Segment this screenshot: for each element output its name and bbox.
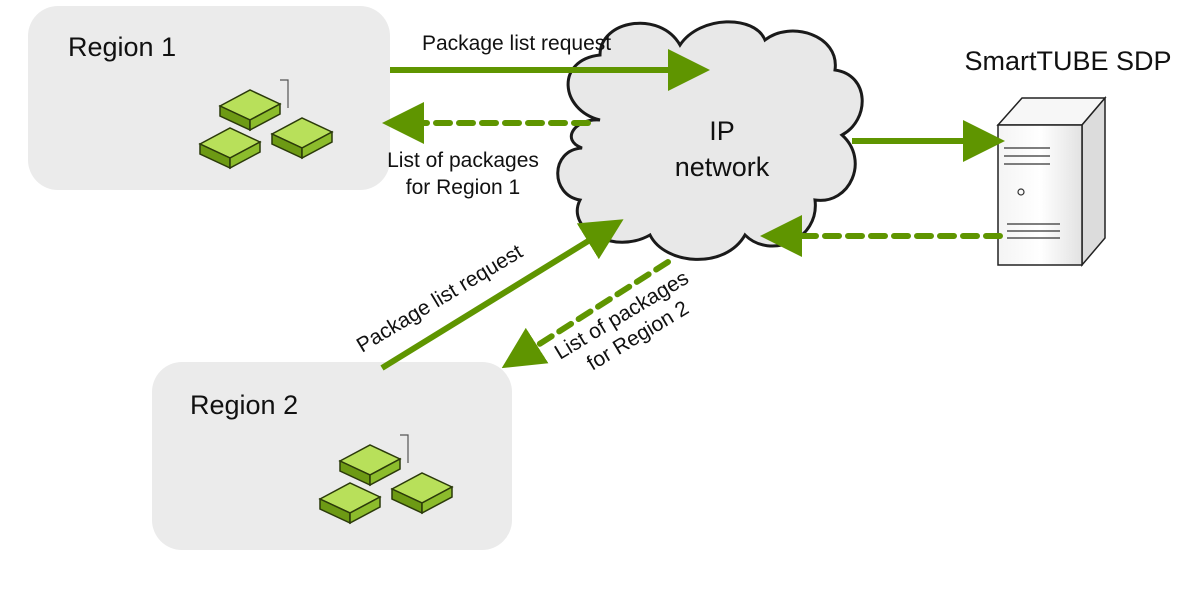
server-front xyxy=(997,124,1083,266)
flow-arrows xyxy=(380,49,1005,371)
router-icon xyxy=(270,117,334,160)
region-1: Region 1 xyxy=(28,6,390,190)
cloud-icon: IP network xyxy=(556,20,864,261)
router-icon xyxy=(198,127,262,170)
server-side xyxy=(1081,95,1106,268)
cloud-shape xyxy=(556,20,864,261)
router-cluster-icon xyxy=(198,79,334,170)
server-icon xyxy=(996,95,1107,268)
region2-request-arrow xyxy=(380,219,624,371)
router-icon xyxy=(318,482,382,525)
router-icon xyxy=(390,472,454,515)
region2-response-arrow xyxy=(501,259,671,369)
cloud-label-line2: network xyxy=(675,152,770,182)
region-1-label: Region 1 xyxy=(68,32,176,62)
router-icon xyxy=(218,89,282,132)
region1-response-label-line2: for Region 1 xyxy=(406,176,520,199)
region1-response-label-line1: List of packages xyxy=(387,149,539,172)
server-label: SmartTUBE SDP xyxy=(964,46,1171,76)
router-icon xyxy=(338,444,402,487)
region-2: Region 2 xyxy=(152,362,512,550)
region1-request-label: Package list request xyxy=(422,32,611,55)
router-cluster-icon xyxy=(318,434,454,525)
region-2-label: Region 2 xyxy=(190,390,298,420)
region2-request-label: Package list request xyxy=(353,240,527,357)
cloud-label-line1: IP xyxy=(709,116,735,146)
